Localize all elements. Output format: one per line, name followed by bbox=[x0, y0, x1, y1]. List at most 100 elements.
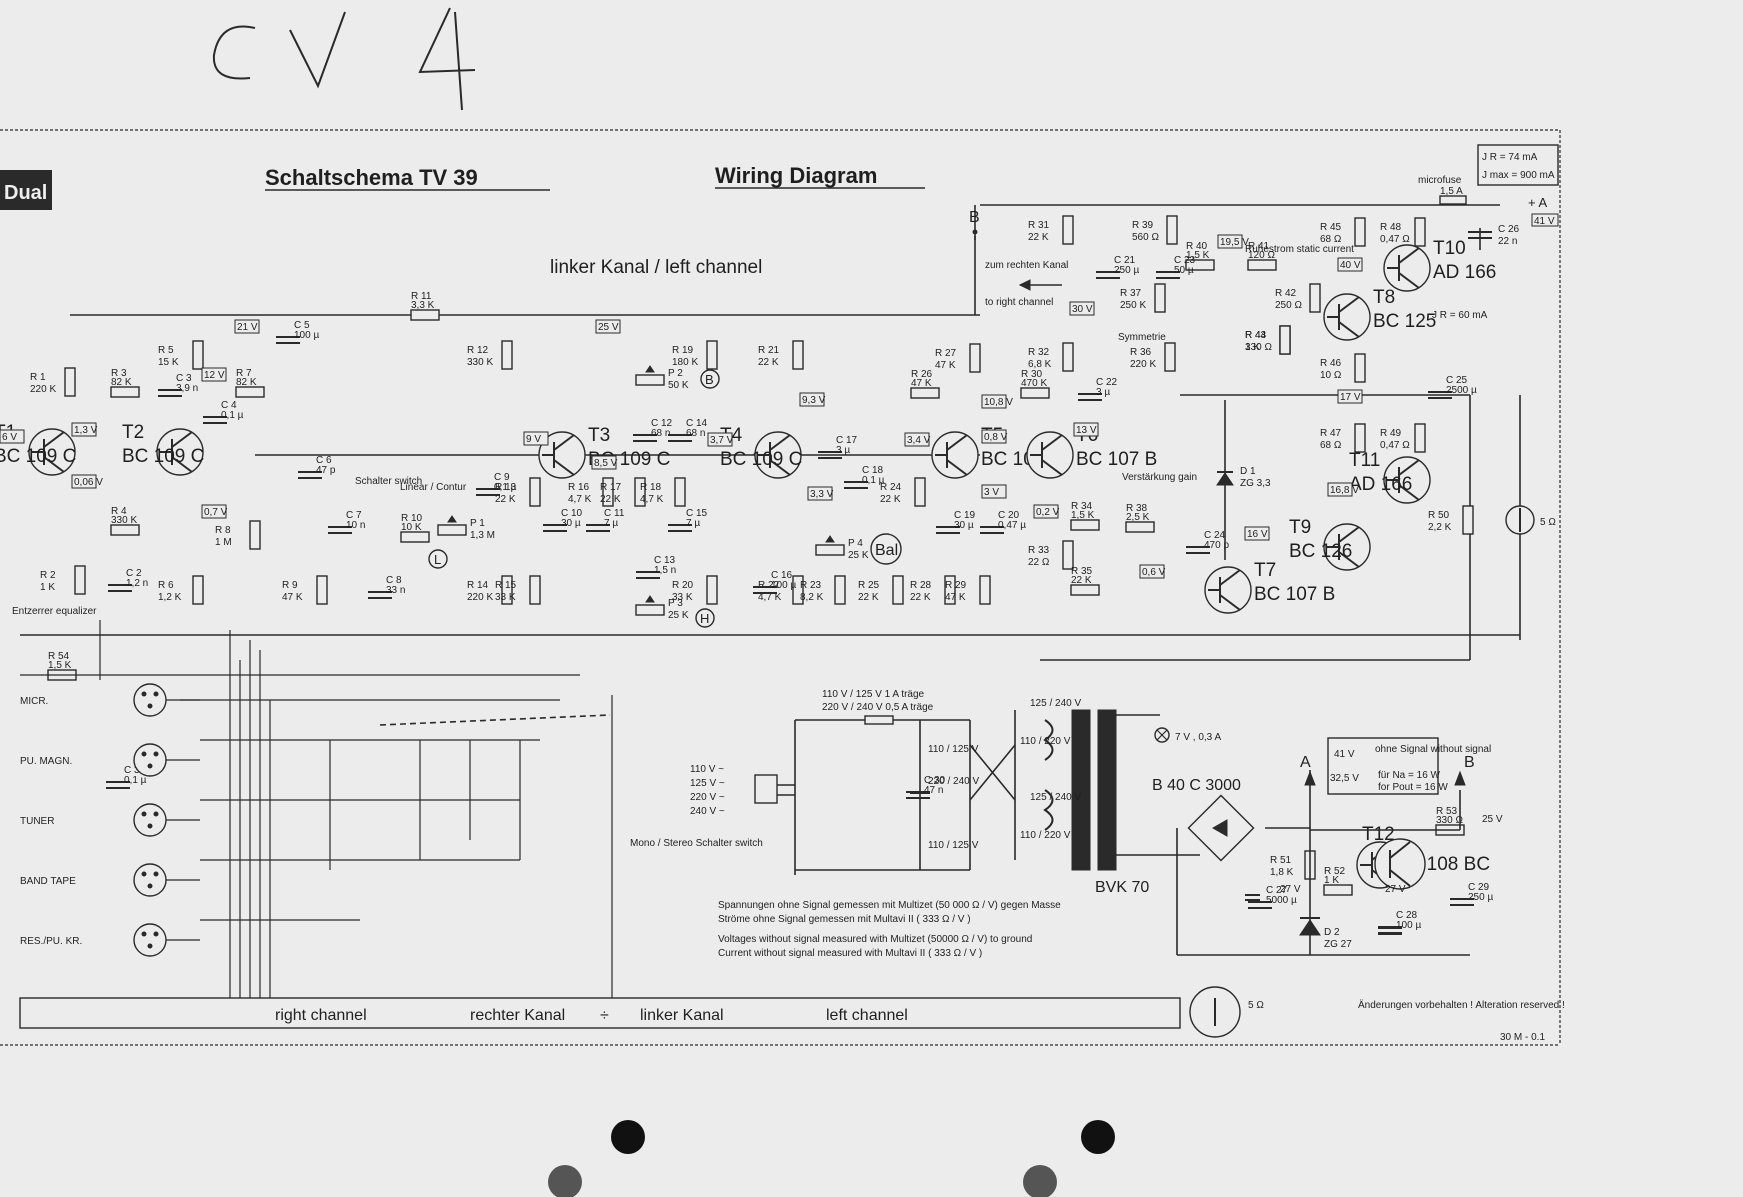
voltage-value: 9,3 V bbox=[802, 395, 826, 406]
capacitor-value: 30 µ bbox=[954, 520, 974, 531]
input-socket bbox=[133, 863, 200, 897]
capacitor-ref: C 28 bbox=[1396, 910, 1418, 921]
resistor-ref: R 24 bbox=[880, 482, 902, 493]
transistor-id: T10 bbox=[1433, 238, 1466, 259]
resistor-r32 bbox=[1062, 342, 1074, 372]
resistor-value: 8,2 K bbox=[800, 592, 824, 603]
primary-tap-1: 125 / 240 V bbox=[1030, 698, 1081, 709]
mains-125: 125 V ~ bbox=[690, 778, 725, 789]
primary-tap-3: 125 / 240 V bbox=[1030, 792, 1081, 803]
resistor-ref: R 6 bbox=[158, 580, 174, 591]
resistor-value: 22 K bbox=[1028, 232, 1049, 243]
tap-label-2: 220 / 240 V bbox=[928, 776, 979, 787]
resistor-value: 120 Ω bbox=[1248, 250, 1275, 261]
voltage-tag bbox=[904, 432, 930, 447]
transformer-label: BVK 70 bbox=[1095, 879, 1149, 896]
resistor-ref: R 1 bbox=[30, 372, 46, 383]
resistor-value: 1 K bbox=[1324, 875, 1339, 886]
resistor-r14 bbox=[501, 575, 513, 605]
capacitor-ref: C 22 bbox=[1096, 377, 1118, 388]
resistor-value: 68 Ω bbox=[1320, 440, 1342, 451]
resistor-ref: R 43 bbox=[1245, 330, 1267, 341]
voltage-tag bbox=[1244, 526, 1270, 541]
resistor-ref: R 21 bbox=[758, 345, 780, 356]
resistor-ref: R 28 bbox=[910, 580, 932, 591]
lamp-label: 7 V , 0,3 A bbox=[1175, 732, 1221, 743]
capacitor-c17 bbox=[818, 451, 842, 459]
capacitor-c6 bbox=[298, 471, 322, 479]
resistor-r39 bbox=[1166, 215, 1178, 245]
resistor-r19 bbox=[706, 340, 718, 370]
note-2: Ströme ohne Signal gemessen mit Multavi … bbox=[718, 914, 971, 925]
transistor-id: T7 bbox=[1254, 560, 1276, 581]
resistor-value: 330 Ω bbox=[1245, 342, 1272, 353]
capacitor-value: 47 n bbox=[924, 785, 943, 796]
capacitor-value: 100 µ bbox=[1396, 920, 1421, 931]
resistor-value: 47 K bbox=[911, 378, 932, 389]
resistor-ref: R 49 bbox=[1380, 428, 1402, 439]
mains-110: 110 V ~ bbox=[690, 764, 724, 775]
note-4: Current without signal measured with Mul… bbox=[718, 948, 982, 959]
changes-note: Änderungen vorbehalten ! Alteration rese… bbox=[1358, 999, 1565, 1011]
voltage-tag bbox=[1069, 301, 1095, 316]
voltage-value: 3,3 V bbox=[810, 489, 834, 500]
capacitor-c4 bbox=[203, 416, 227, 424]
transistor-t10 bbox=[1383, 244, 1431, 292]
mark-b bbox=[700, 369, 720, 389]
resistor-r31 bbox=[1062, 215, 1074, 245]
voltage-tag bbox=[201, 367, 227, 382]
capacitor-c21 bbox=[1096, 271, 1120, 279]
capacitor-ref: C 15 bbox=[686, 508, 708, 519]
capacitor-ref: C 8 bbox=[386, 575, 402, 586]
resistor-ref: R 48 bbox=[1380, 222, 1402, 233]
linear-contur-label: Linear / Contur bbox=[400, 482, 467, 493]
input-label: BAND TAPE bbox=[20, 876, 76, 887]
resistor-r13 bbox=[529, 477, 541, 507]
voltage-tag bbox=[0, 429, 25, 444]
resistor-r49 bbox=[1414, 423, 1426, 453]
voltage-value: 0,06 V bbox=[74, 477, 103, 488]
voltage-value: 8,5 V bbox=[594, 458, 618, 469]
resistor-r7 bbox=[235, 386, 265, 398]
transistor-t5 bbox=[931, 431, 979, 479]
capacitor-ref: C 13 bbox=[654, 555, 676, 566]
resistor-r40 bbox=[1185, 259, 1215, 271]
resistor-r27 bbox=[969, 343, 981, 373]
resistor-r10 bbox=[400, 531, 430, 543]
resistor-value: 1,8 K bbox=[1270, 867, 1294, 878]
capacitor-c8 bbox=[368, 591, 392, 599]
v27-b: 27 V bbox=[1385, 884, 1406, 895]
capacitor-c13 bbox=[636, 571, 660, 579]
capacitor-value: 0,1 µ bbox=[862, 475, 885, 486]
capacitor-value: 33 n bbox=[386, 585, 405, 596]
capacitor-ref: C 23 bbox=[1174, 255, 1196, 266]
to-right-channel-de: zum rechten Kanal bbox=[985, 260, 1068, 271]
capacitor-ref: C 7 bbox=[346, 510, 362, 521]
capacitor-c14 bbox=[668, 434, 692, 442]
resistor-ref: R 33 bbox=[1028, 545, 1050, 556]
resistor-r45 bbox=[1354, 217, 1366, 247]
resistor-value: 47 K bbox=[945, 592, 966, 603]
resistor-value: 33 K bbox=[672, 592, 693, 603]
rechter-kanal-label: rechter Kanal bbox=[470, 1007, 565, 1024]
capacitor-ref: C 31 bbox=[124, 765, 146, 776]
capacitor-value: 30 µ bbox=[561, 518, 581, 529]
brand-logo bbox=[0, 170, 52, 210]
capacitor-ref: C 4 bbox=[221, 400, 237, 411]
resistor-value: 2,2 K bbox=[1428, 522, 1452, 533]
voltage-value: 25 V bbox=[598, 322, 619, 333]
resistor-ref: R 31 bbox=[1028, 220, 1050, 231]
d2-ref: D 2 bbox=[1324, 927, 1340, 938]
voltage-value: 3,7 V bbox=[710, 435, 734, 446]
voltage-tag bbox=[981, 394, 1007, 409]
c26-val: 22 n bbox=[1498, 236, 1517, 247]
resistor-value: 220 K bbox=[467, 592, 493, 603]
right-channel-label: right channel bbox=[275, 1007, 367, 1024]
input-label: TUNER bbox=[20, 816, 54, 827]
capacitor-c22 bbox=[1078, 393, 1102, 401]
resistor-value: 1,5 K bbox=[1186, 250, 1210, 261]
d1-val: ZG 3,3 bbox=[1240, 478, 1271, 489]
resistor-r22 bbox=[792, 575, 804, 605]
schalter-switch-label: Schalter switch bbox=[355, 476, 422, 487]
capacitor-ref: C 2 bbox=[126, 568, 142, 579]
